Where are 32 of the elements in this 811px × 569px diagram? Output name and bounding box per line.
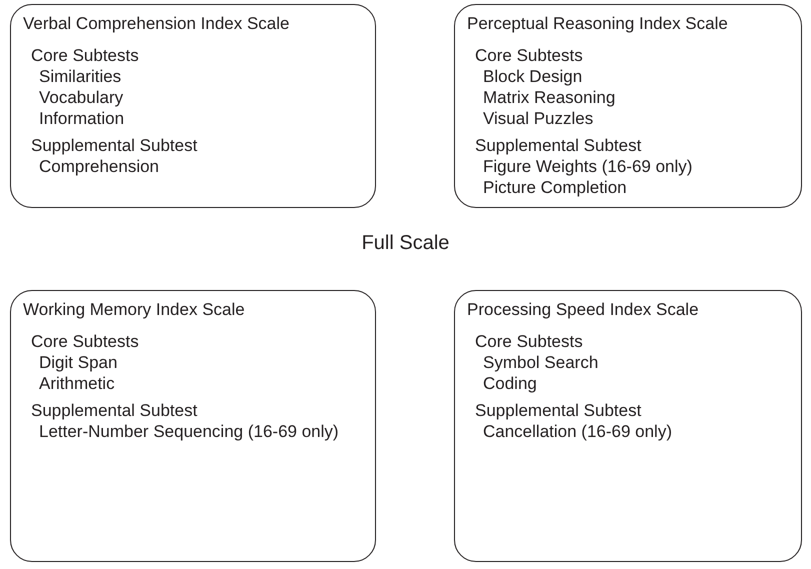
subtest-label: Vocabulary	[39, 88, 124, 108]
scale-box	[454, 290, 802, 562]
category-label: Core Subtests	[475, 46, 583, 66]
subtest-label: Letter-Number Sequencing (16-69 only)	[39, 422, 339, 442]
scale-box	[454, 4, 802, 208]
subtest-label: Matrix Reasoning	[483, 88, 616, 108]
category-label: Core Subtests	[31, 46, 139, 66]
category-label: Core Subtests	[475, 332, 583, 352]
scale-heading: Processing Speed Index Scale	[467, 300, 699, 320]
scale-heading: Working Memory Index Scale	[23, 300, 245, 320]
subtest-label: Coding	[483, 374, 537, 394]
scale-box	[10, 4, 376, 208]
subtest-label: Digit Span	[39, 353, 118, 373]
subtest-label: Picture Completion	[483, 178, 627, 198]
subtest-label: Symbol Search	[483, 353, 598, 373]
subtest-label: Visual Puzzles	[483, 109, 594, 129]
category-label: Supplemental Subtest	[31, 401, 198, 421]
subtest-label: Arithmetic	[39, 374, 115, 394]
subtest-label: Information	[39, 109, 124, 129]
subtest-label: Comprehension	[39, 157, 160, 177]
category-label: Core Subtests	[31, 332, 139, 352]
subtest-label: Figure Weights (16-69 only)	[483, 157, 692, 177]
diagram-center-label: Full Scale	[362, 232, 450, 254]
subtest-label: Similarities	[39, 67, 122, 87]
category-label: Supplemental Subtest	[475, 401, 642, 421]
scale-box	[10, 290, 376, 562]
scale-heading: Verbal Comprehension Index Scale	[23, 14, 290, 34]
subtest-label: Block Design	[483, 67, 582, 87]
subtest-label: Cancellation (16-69 only)	[483, 422, 672, 442]
scale-heading: Perceptual Reasoning Index Scale	[467, 14, 728, 34]
category-label: Supplemental Subtest	[31, 136, 198, 156]
category-label: Supplemental Subtest	[475, 136, 642, 156]
